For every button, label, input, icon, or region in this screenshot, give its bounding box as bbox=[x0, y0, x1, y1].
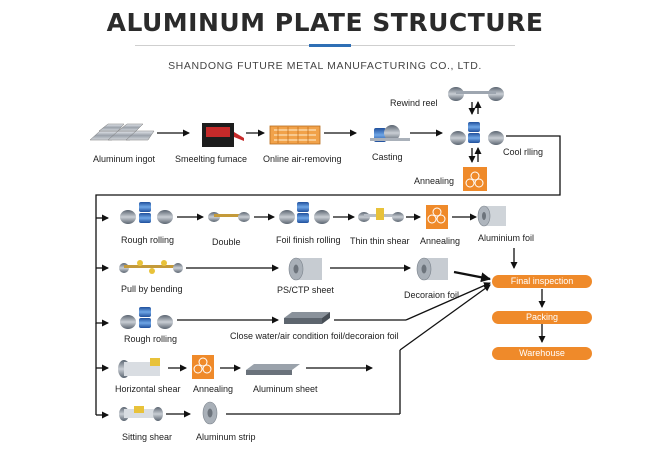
label-casting: Casting bbox=[372, 152, 403, 162]
cool-rolling-icon bbox=[450, 122, 504, 145]
label-aluminum-strip: Aluminum strip bbox=[196, 432, 256, 442]
rewind-reel-icon bbox=[448, 87, 504, 101]
annealing-furnace-icon-top bbox=[463, 167, 487, 191]
double-icon bbox=[208, 212, 250, 222]
aluminum-strip-icon bbox=[202, 401, 218, 425]
page-subtitle: SHANDONG FUTURE METAL MANUFACTURING CO.,… bbox=[168, 60, 482, 72]
decoration-foil-icon bbox=[416, 257, 448, 281]
annealing-furnace-icon-3 bbox=[192, 355, 214, 379]
label-annealing-3: Annealing bbox=[193, 384, 234, 394]
packing-box: Packing bbox=[492, 311, 592, 324]
label-aluminium-foil: Aluminium foil bbox=[478, 233, 535, 243]
label-annealing-top: Annealing bbox=[414, 176, 455, 186]
trunk-connector bbox=[95, 135, 561, 327]
annealing-furnace-icon-2 bbox=[426, 205, 448, 229]
label-rough-rolling-2: Rough rolling bbox=[124, 334, 178, 344]
label-close-water-foil: Close water/air condition foil/decoraion… bbox=[230, 331, 399, 341]
label-cool-rolling: Cool rlling bbox=[503, 147, 544, 157]
label-double: Double bbox=[212, 237, 241, 247]
close-water-foil-icon bbox=[284, 312, 330, 324]
online-air-removing-icon bbox=[269, 125, 321, 145]
label-rewind-reel: Rewind reel bbox=[390, 98, 438, 108]
final-inspection-box: Final inspection bbox=[492, 275, 592, 288]
label-slitting-shear: Sitting shear bbox=[122, 432, 173, 442]
casting-icon bbox=[370, 125, 410, 142]
foil-finish-rolling-icon bbox=[279, 202, 330, 224]
label-aluminum-ingot: Aluminum ingot bbox=[93, 154, 156, 164]
rough-rolling-icon-1 bbox=[120, 202, 173, 224]
aluminum-ingot-icon bbox=[89, 123, 155, 141]
label-thin-thin-shear: Thin thin shear bbox=[350, 236, 410, 246]
ps-ctp-sheet-icon bbox=[288, 257, 322, 281]
aluminum-sheet-icon bbox=[246, 364, 300, 375]
label-smelting-furnace: Smeelting fumace bbox=[175, 154, 248, 164]
label-ps-ctp-sheet: PS/CTP sheet bbox=[277, 285, 334, 295]
label-pull-by-bending: Pull by bending bbox=[121, 284, 183, 294]
aluminium-foil-icon bbox=[477, 205, 506, 227]
label-decoration-foil: Decoraion foil bbox=[404, 290, 460, 300]
label-annealing-2: Annealing bbox=[420, 236, 461, 246]
arrow-decoration-inspection bbox=[453, 270, 491, 283]
smelting-furnace-icon bbox=[202, 123, 244, 147]
arrow-strip-inspection bbox=[399, 284, 491, 351]
pull-by-bending-icon bbox=[119, 260, 183, 274]
page-title: ALUMINUM PLATE STRUCTURE bbox=[106, 8, 544, 37]
thin-thin-shear-icon bbox=[358, 208, 404, 222]
warehouse-box: Warehouse bbox=[492, 347, 592, 360]
rough-rolling-icon-2 bbox=[120, 307, 173, 329]
title-accent-bar bbox=[309, 44, 351, 47]
label-rough-rolling-1: Rough rolling bbox=[121, 235, 175, 245]
label-aluminum-sheet: Aluminum sheet bbox=[253, 384, 318, 394]
label-online-air-removing: Online air-removing bbox=[263, 154, 342, 164]
arrow-close-water-inspection bbox=[405, 282, 491, 321]
slitting-shear-icon bbox=[119, 406, 163, 421]
label-foil-finish-rolling: Foil finish rolling bbox=[276, 235, 341, 245]
label-horizontal-shear: Horizontal shear bbox=[115, 384, 181, 394]
horizontal-shear-icon bbox=[118, 358, 160, 378]
